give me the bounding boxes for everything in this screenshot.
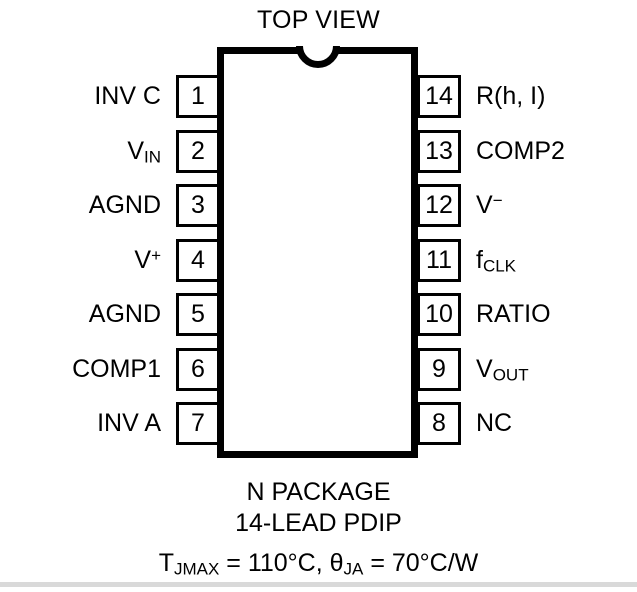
pin-name-label-11: fCLK bbox=[476, 245, 517, 276]
bottom-divider bbox=[0, 582, 637, 587]
pin-name-label-3: AGND bbox=[88, 191, 161, 219]
pin-name-label-4: V+ bbox=[134, 245, 161, 274]
pin-name-label-7: INV A bbox=[97, 409, 161, 437]
pin-name-label-2: VIN bbox=[127, 136, 161, 167]
pin-name-label-12: V− bbox=[476, 190, 503, 219]
pin-number-box-6: 6 bbox=[176, 347, 220, 391]
pin-name-label-8: NC bbox=[476, 409, 513, 437]
pin-number-box-2: 2 bbox=[176, 129, 220, 173]
pin-name-label-13: COMP2 bbox=[476, 136, 565, 165]
pin-name-label-6: COMP1 bbox=[72, 354, 161, 383]
pin-number-box-8: 8 bbox=[417, 402, 461, 445]
pin-name-label-1: INV C bbox=[94, 82, 161, 110]
pin-number-box-3: 3 bbox=[176, 184, 220, 227]
chip-body-outline bbox=[217, 47, 418, 458]
caption-package-name: N PACKAGE bbox=[246, 478, 391, 506]
pin-number-box-4: 4 bbox=[176, 238, 220, 282]
pin-number-box-1: 1 bbox=[176, 75, 220, 118]
pin-number-box-13: 13 bbox=[417, 129, 461, 173]
pin-name-label-10: RATIO bbox=[476, 300, 551, 328]
pin-number-box-5: 5 bbox=[176, 293, 220, 336]
pin-number-box-14: 14 bbox=[417, 75, 461, 118]
pin-name-label-9: VOUT bbox=[476, 354, 529, 385]
package-notch-icon bbox=[296, 46, 340, 69]
pin-number-box-10: 10 bbox=[417, 293, 461, 336]
pin-number-box-12: 12 bbox=[417, 184, 461, 227]
caption-thermal-spec: TJMAX = 110°C, θJA = 70°C/W bbox=[158, 549, 479, 579]
pin-name-label-14: R(h, I) bbox=[476, 82, 546, 110]
pin-number-box-9: 9 bbox=[417, 347, 461, 391]
caption-package-type: 14-LEAD PDIP bbox=[235, 509, 402, 537]
pin-number-box-7: 7 bbox=[176, 402, 220, 445]
pin-number-box-11: 11 bbox=[417, 238, 461, 282]
top-view-label: TOP VIEW bbox=[257, 6, 380, 34]
pin-name-label-5: AGND bbox=[88, 300, 161, 328]
